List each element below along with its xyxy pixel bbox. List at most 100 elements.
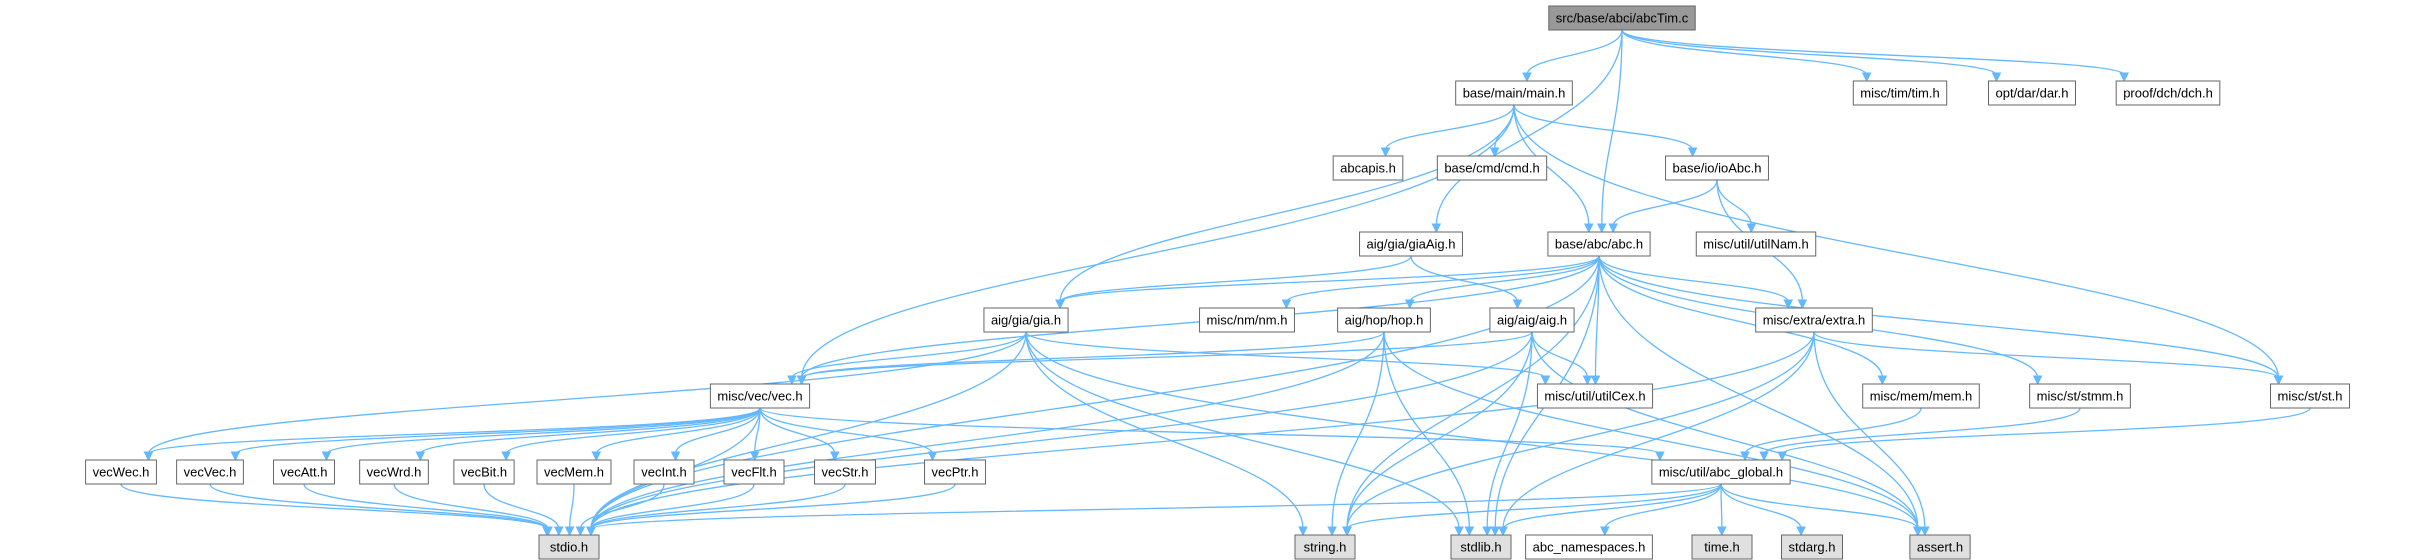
edge-vec-to-vecWrd [415, 407, 761, 462]
node-stmm[interactable]: misc/st/stmm.h [2029, 383, 2131, 409]
node-label: time.h [1704, 540, 1739, 555]
node-stdlib[interactable]: stdlib.h [1450, 534, 1512, 560]
node-extra[interactable]: misc/extra/extra.h [1755, 307, 1873, 333]
node-root[interactable]: src/base/abci/abcTim.c [1548, 5, 1696, 31]
node-box [1755, 307, 1873, 333]
node-label: misc/vec/vec.h [717, 389, 802, 404]
node-assert[interactable]: assert.h [1909, 534, 1971, 560]
node-box [453, 459, 515, 485]
node-time[interactable]: time.h [1691, 534, 1753, 560]
edge-vec-to-vecPtr [759, 407, 938, 462]
node-abc[interactable]: base/abc/abc.h [1547, 231, 1651, 257]
edge-aig-to-vec [796, 331, 1533, 386]
node-vecWec[interactable]: vecWec.h [85, 459, 157, 485]
node-nm[interactable]: misc/nm/nm.h [1199, 307, 1295, 333]
node-vecVec[interactable]: vecVec.h [176, 459, 244, 485]
node-box [359, 459, 429, 485]
node-label: misc/nm/nm.h [1207, 313, 1288, 328]
node-label: misc/util/utilNam.h [1703, 237, 1808, 252]
node-label: vecInt.h [641, 465, 687, 480]
node-vecWrd[interactable]: vecWrd.h [359, 459, 429, 485]
node-gia[interactable]: aig/gia/gia.h [983, 307, 1069, 333]
node-string[interactable]: string.h [1294, 534, 1356, 560]
edge-main-to-abc [1513, 104, 1594, 234]
edge-main-to-ioAbc [1513, 104, 1698, 158]
node-tim[interactable]: misc/tim/tim.h [1852, 80, 1948, 106]
node-label: string.h [1304, 540, 1347, 555]
edge-gia-to-vecWec [143, 331, 1027, 462]
edge-root-to-abc [1596, 29, 1623, 234]
node-box [85, 459, 157, 485]
node-vec[interactable]: misc/vec/vec.h [709, 383, 811, 409]
node-stdarg[interactable]: stdarg.h [1781, 534, 1843, 560]
node-vecFlt[interactable]: vecFlt.h [723, 459, 785, 485]
node-label: opt/dar/dar.h [1996, 86, 2069, 101]
node-cmd[interactable]: base/cmd/cmd.h [1436, 155, 1548, 181]
node-box [1199, 307, 1295, 333]
edge-vec-to-vecVec [230, 407, 761, 462]
edge-abc-to-st [1598, 255, 2284, 386]
node-label: misc/tim/tim.h [1860, 86, 1939, 101]
node-vecAtt[interactable]: vecAtt.h [273, 459, 335, 485]
edge-vec-to-vecInt [670, 407, 761, 462]
node-box [1781, 534, 1843, 560]
node-box [2269, 383, 2351, 409]
edge-abc-to-nm [1281, 255, 1600, 310]
node-hop[interactable]: aig/hop/hop.h [1337, 307, 1431, 333]
node-vecPtr[interactable]: vecPtr.h [924, 459, 986, 485]
node-label: base/io/ioAbc.h [1673, 161, 1762, 176]
node-vecStr[interactable]: vecStr.h [814, 459, 876, 485]
node-aig[interactable]: aig/aig/aig.h [1489, 307, 1575, 333]
node-abc-global[interactable]: misc/util/abc_global.h [1651, 459, 1791, 485]
edge-giaAig-to-gia [1055, 255, 1412, 310]
edge-abc-to-extra [1598, 255, 1794, 310]
node-stdio[interactable]: stdio.h [538, 534, 600, 560]
edge-vec-to-abc_global [759, 407, 1665, 462]
node-label: misc/st/stmm.h [2037, 389, 2124, 404]
edge-vec-to-vecWec [143, 407, 761, 462]
node-label: misc/st/st.h [2277, 389, 2342, 404]
node-vecBit[interactable]: vecBit.h [453, 459, 515, 485]
edge-hop-to-string [1327, 331, 1385, 537]
edge-gia-to-vec [787, 331, 1027, 386]
node-box [1359, 231, 1463, 257]
edge-vecBit-to-stdio [483, 483, 564, 537]
node-box [1862, 383, 1980, 409]
node-mem[interactable]: misc/mem/mem.h [1862, 383, 1980, 409]
edge-vec-to-vecMem [591, 407, 761, 462]
node-label: vecAtt.h [281, 465, 328, 480]
node-abc-namespaces[interactable]: abc_namespaces.h [1525, 534, 1653, 560]
edge-root-to-tim [1621, 29, 1872, 83]
node-label: vecBit.h [461, 465, 507, 480]
node-abcapis[interactable]: abcapis.h [1332, 155, 1404, 181]
node-box [536, 459, 612, 485]
edge-abc_global-to-string [1342, 483, 1722, 537]
node-box [1988, 80, 2076, 106]
node-box [709, 383, 811, 409]
node-label: aig/aig/aig.h [1497, 313, 1567, 328]
node-vecInt[interactable]: vecInt.h [633, 459, 695, 485]
node-ioAbc[interactable]: base/io/ioAbc.h [1665, 155, 1769, 181]
node-main[interactable]: base/main/main.h [1455, 80, 1573, 106]
edge-vec-to-vecStr [759, 407, 840, 462]
edge-mem-to-abc_global [1740, 407, 1922, 462]
node-label: vecFlt.h [731, 465, 777, 480]
edge-extra-to-stdlib [1498, 331, 1815, 537]
node-giaAig[interactable]: aig/gia/giaAig.h [1359, 231, 1463, 257]
edge-abc_global-to-stdarg [1720, 483, 1806, 537]
node-st[interactable]: misc/st/st.h [2269, 383, 2351, 409]
edge-stmm-to-abc_global [1759, 407, 2081, 462]
node-box [538, 534, 600, 560]
node-utilCex[interactable]: misc/util/utilCex.h [1536, 383, 1654, 409]
node-dch[interactable]: proof/dch/dch.h [2115, 80, 2221, 106]
node-dar[interactable]: opt/dar/dar.h [1988, 80, 2076, 106]
node-label: base/main/main.h [1463, 86, 1566, 101]
node-label: vecMem.h [544, 465, 604, 480]
edge-vecWrd-to-stdio [393, 483, 553, 537]
node-label: stdlib.h [1460, 540, 1501, 555]
node-label: vecVec.h [184, 465, 237, 480]
node-vecMem[interactable]: vecMem.h [536, 459, 612, 485]
node-utilNam[interactable]: misc/util/utilNam.h [1695, 231, 1817, 257]
node-box [1450, 534, 1512, 560]
